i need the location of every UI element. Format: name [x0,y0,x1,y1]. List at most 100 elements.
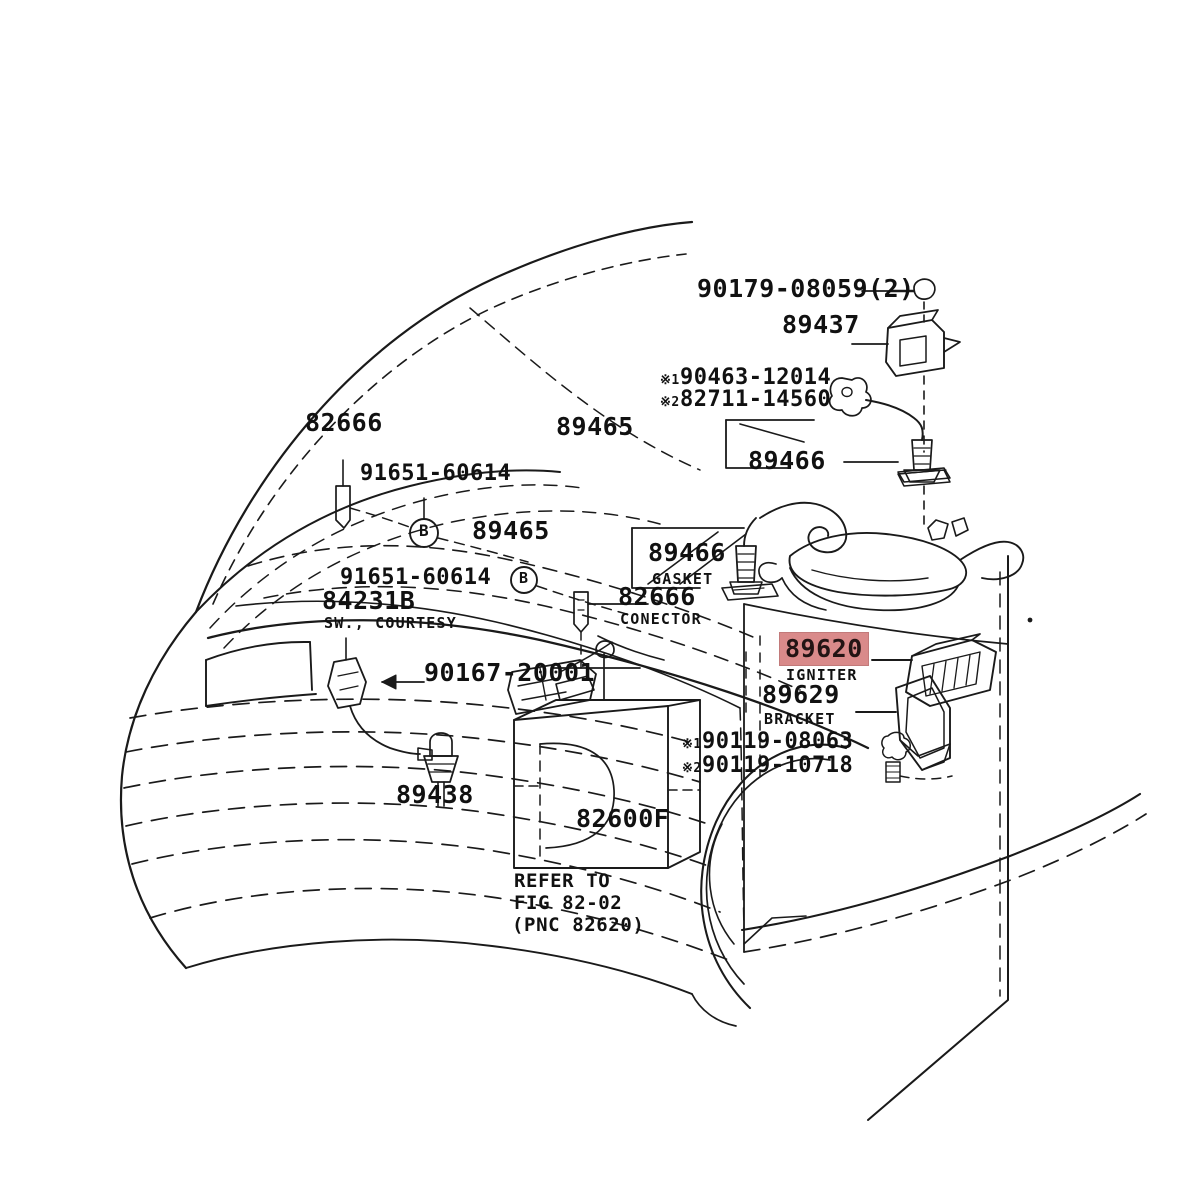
bracket-89466l-box [631,527,701,589]
bracket-89629-face [905,687,945,759]
sensor-89466l-base [729,581,763,595]
mark-1-lower: ※1 [682,737,702,752]
headlamp-left-bottom [205,693,317,707]
grommet-90463 [828,377,872,417]
part-89437-face [899,335,927,367]
label-91651-upper: 91651-60614 [360,461,512,486]
lead-90167-up [559,641,613,673]
label-90179: 90179-08059(2) [697,274,915,303]
badge-b-lower-letter: B [519,569,529,587]
sensor-89466u-rings [913,447,931,465]
label-84231b: 84231B [322,586,416,615]
gasket-89466u [897,467,951,483]
relay-box-inner-2 [539,742,615,849]
part-89438-cone [423,755,459,783]
label-82711: 82711-14560 [680,387,832,412]
part-89437-top [887,309,939,329]
refer-line-3: (PNC 82620) [512,914,645,936]
clip-91651-upper [335,485,351,529]
bolt-90179-head [913,278,936,300]
harness-upper-wire [865,399,924,441]
sensor-89466l-rings [737,553,755,579]
hood-crease-1 [209,484,583,629]
grille-slat-2 [125,731,701,783]
igniter-89620-top [911,633,981,657]
fender-main-edge [206,619,870,750]
dot-marker-right [1027,617,1033,623]
label-89620: 89620 [780,633,868,665]
mark-2-lower: ※2 [682,761,702,776]
label-conector: CONECTOR [620,610,702,628]
cowl-panel-line [247,544,761,641]
gasket-89466l [721,583,779,601]
clip-82666-detail [577,599,585,611]
part-89438-body [429,732,453,757]
mark-2-upper: ※2 [660,395,680,410]
bolt-90119-08063 [881,731,911,761]
harness-lower-loop [759,501,848,554]
sensor-89466l-body [735,545,757,583]
label-82666-top: 82666 [305,408,383,437]
bracket-89466u-box [725,419,791,469]
label-89466-lower: 89466 [648,538,726,567]
label-89465-top: 89465 [556,412,634,441]
bolt-90119-10718-a [885,761,901,783]
harness-connector-a [927,519,949,541]
wheel-arch-outer [700,743,848,1010]
label-90119-08063: 90119-08063 [702,729,854,754]
label-89437: 89437 [782,310,860,339]
switch-84231b-body [327,657,367,709]
wheel-arch-inner [705,757,831,985]
rocker-upper [740,792,1142,932]
igniter-89620-fin3 [953,657,959,689]
badge-b-upper-lead [437,537,529,563]
label-90119-10718: 90119-10718 [702,753,854,778]
bracket-89466l-diag2 [679,533,747,585]
harness-arm [781,577,827,611]
clip-82666-conector [573,591,589,633]
harness-connector-b [951,517,969,537]
relay-connector-block [507,659,597,715]
part-89438-stem [437,781,445,807]
wheel-arch-lip [691,993,737,1027]
grille-slat-1 [129,698,691,743]
bolt-90119-lead [899,775,953,780]
harness-inner-line [811,569,929,582]
fender-upper-ridge [263,585,801,691]
badge-b-lower-ring [510,566,538,594]
label-sw-courtesy: SW., COURTESY [324,614,457,632]
bumper-lower-edge [149,887,735,963]
bumper-bottom [185,938,693,995]
label-82600f: 82600F [576,804,670,833]
label-89620-highlight: 89620 [780,633,868,665]
grille-slat-3 [123,765,709,825]
switch-84231b-detail [337,671,359,691]
mark-1-upper: ※1 [660,373,680,388]
wheel-arch-inner2 [708,823,735,945]
harness-body-lower [789,567,959,612]
igniter-89620-fin4 [965,654,971,686]
clip-82666-arm [597,635,665,661]
headlamp-left-box [205,641,313,707]
grille-slat-4 [125,802,715,869]
gasket-89466u2 [897,469,951,487]
relay-post [595,640,615,701]
label-89465-mid: 89465 [472,516,550,545]
cowl-seam [469,307,701,471]
hood-crease-2 [223,510,661,649]
bracket-89629-tab [921,743,951,771]
label-82666-conector: 82666 [618,582,696,611]
label-gasket: GASKET [652,570,714,588]
bolt-90119-10718-b [885,765,901,779]
hood-front-edge [235,600,741,709]
switch-84231b-tip [417,747,433,761]
relay-box-shelf [513,785,701,791]
part-89437-tab [943,337,961,353]
harness-tail-right [959,540,1025,581]
igniter-89620-body [905,639,997,707]
gasket-89466l-inner [733,587,765,591]
label-91651-lower: 91651-60614 [340,565,492,590]
label-bracket: BRACKET [764,710,836,728]
